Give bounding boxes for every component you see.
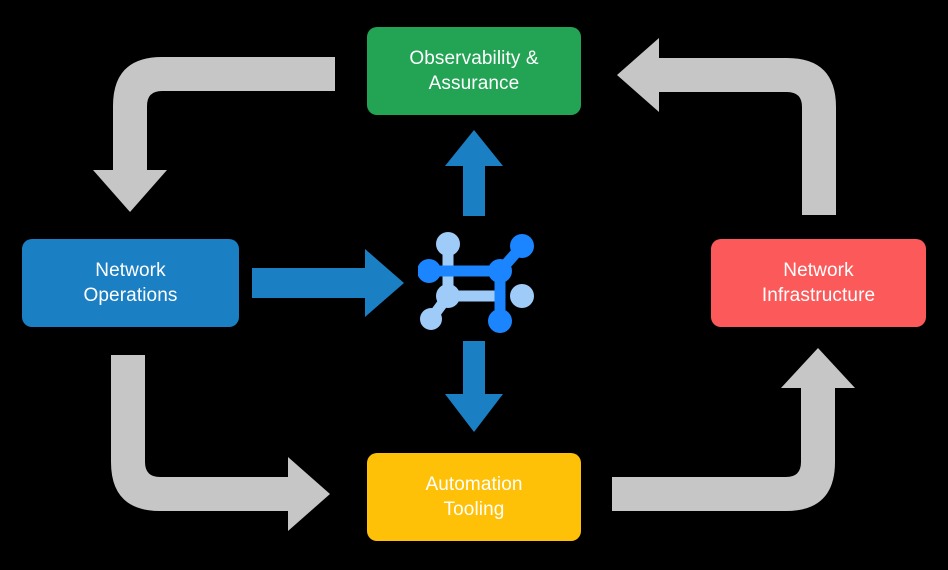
network-graph-icon (418, 232, 534, 333)
node-label-automation: Automation Tooling (425, 473, 523, 520)
node-label-observability: Observability & Assurance (409, 47, 539, 94)
node-label-network-infrastructure: Network Infrastructure (761, 259, 876, 306)
arrow-down-icon (445, 341, 503, 432)
node-box-network-operations[interactable]: Network Operations (22, 239, 239, 327)
node-box-network-infrastructure[interactable]: Network Infrastructure (711, 239, 926, 327)
elbow-arrow-up-left-icon (617, 38, 836, 215)
network-graph-light-edges (425, 238, 506, 325)
elbow-arrow-down-right-icon (111, 355, 330, 531)
elbow-arrow-right-up-icon (612, 348, 855, 511)
arrow-up-icon (445, 130, 503, 216)
node-box-automation[interactable]: Automation Tooling (367, 453, 581, 541)
elbow-arrow-down-left-icon (93, 57, 335, 212)
network-graph-light-nodes (420, 232, 534, 330)
network-graph-bright-nodes (418, 234, 534, 333)
node-label-network-operations: Network Operations (83, 259, 178, 306)
node-box-observability[interactable]: Observability & Assurance (367, 27, 581, 115)
arrow-right-icon (252, 249, 404, 317)
